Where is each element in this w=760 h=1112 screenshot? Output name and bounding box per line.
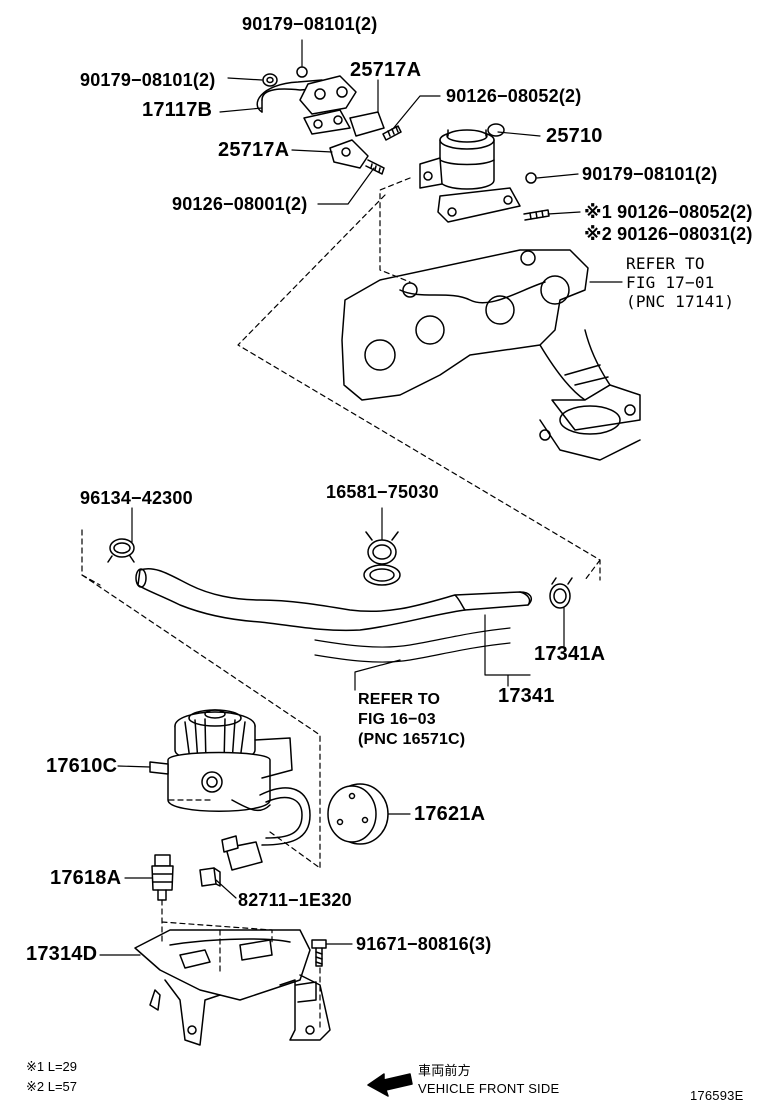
vehicle-front-label-jp: 車両前方 (418, 1063, 471, 1078)
part-label-25710: 25710 (546, 125, 603, 147)
bolt-91671 (311, 939, 327, 967)
connector-82711 (199, 835, 263, 887)
clamp-96134 (107, 538, 135, 563)
part-label-82711: 82711−1E320 (238, 890, 352, 910)
diagram-id: 176593E (690, 1088, 744, 1103)
leader-lines (99, 39, 623, 956)
part-label-25717a-mid: 25717A (218, 139, 290, 161)
part-label-90126-x2: ※2 90126−08031(2) (584, 224, 753, 244)
gasket-25717a-mid (329, 139, 369, 169)
dashed-guides (81, 177, 601, 1031)
stud-90126-08052-x1 (523, 209, 550, 221)
ref-fig-16-03-line1: REFER TO (358, 691, 441, 708)
clamp-16581 (363, 531, 401, 586)
part-label-90179-left: 90179−08101(2) (80, 70, 216, 90)
part-label-90179-top: 90179−08101(2) (242, 14, 378, 34)
part-label-17341: 17341 (498, 685, 555, 707)
nut-90179-right (525, 172, 537, 184)
clamp-17341a (549, 577, 573, 609)
part-label-25717a-top: 25717A (350, 59, 422, 81)
ref-fig-16-03-line3: (PNC 16571C) (358, 731, 466, 748)
part-label-17621a: 17621A (414, 803, 486, 825)
part-label-96134: 96134−42300 (80, 488, 193, 508)
cover-17621a (327, 783, 389, 845)
gasket-25717a-top (299, 75, 385, 137)
length-note-1: ※1 L=29 (26, 1059, 78, 1074)
stud-90126-08052 (382, 125, 402, 141)
part-label-90126-08052: 90126−08052(2) (446, 86, 582, 106)
part-label-17117b: 17117B (142, 99, 213, 121)
part-label-90126-x1: ※1 90126−08052(2) (584, 202, 753, 222)
air-switching-valve-25710 (419, 123, 521, 223)
part-label-16581: 16581−75030 (326, 482, 439, 502)
damper-17618a (151, 854, 174, 901)
part-label-90179-right: 90179−08101(2) (582, 164, 718, 184)
ref-fig-17-01-line3: (PNC 17141) (626, 292, 735, 311)
nut-90179-top (296, 66, 308, 78)
length-note-2: ※2 L=57 (26, 1079, 78, 1094)
hose-17341a (135, 568, 532, 632)
part-label-91671: 91671−80816(3) (356, 934, 492, 954)
part-label-17610c: 17610C (46, 755, 118, 777)
ref-fig-17-01-line1: REFER TO (626, 254, 705, 273)
part-label-90126-08001: 90126−08001(2) (172, 194, 308, 214)
bracket-17314d (134, 929, 331, 1046)
ref-fig-17-01-line2: FIG 17−01 (626, 273, 715, 292)
stud-90126-08001 (365, 159, 385, 175)
ref-fig-16-03-line2: FIG 16−03 (358, 711, 436, 728)
part-label-17618a: 17618A (50, 867, 122, 889)
air-pump-17610c (149, 709, 311, 846)
hose-17341 (314, 627, 511, 663)
pipe-17117b (256, 73, 326, 113)
part-label-17314d: 17314D (26, 943, 98, 965)
exhaust-manifold (341, 249, 641, 461)
vehicle-front-arrow-icon (367, 1073, 413, 1097)
vehicle-front-label-en: VEHICLE FRONT SIDE (418, 1081, 560, 1096)
part-label-17341a: 17341A (534, 643, 606, 665)
